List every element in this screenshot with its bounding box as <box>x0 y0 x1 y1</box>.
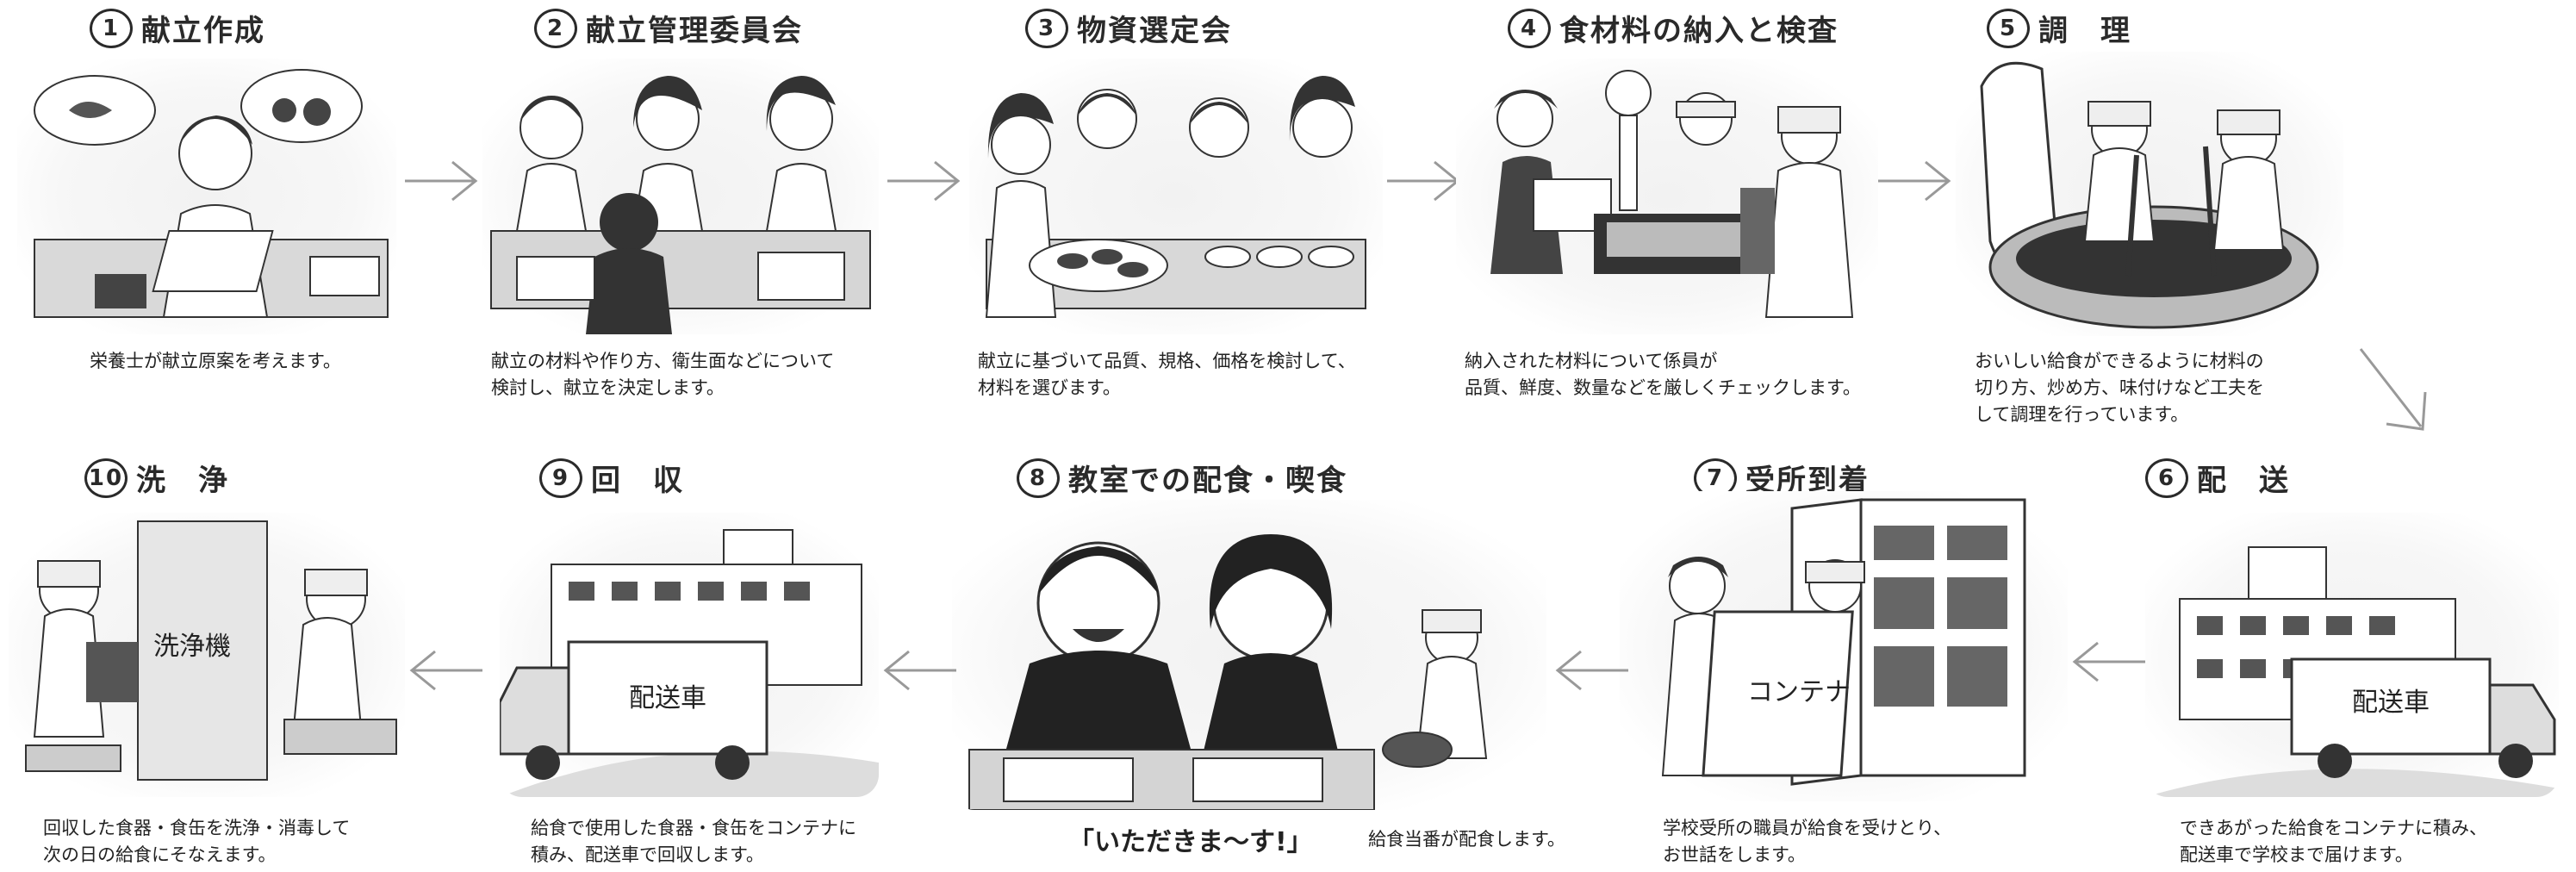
step-9-caption: 給食で使用した食器・食缶をコンテナに 積み、配送車で回収します。 <box>531 815 856 869</box>
caption-line: おいしい給食ができるように材料の <box>1975 351 2264 371</box>
caption-line: 配送車で学校まで届けます。 <box>2180 844 2413 865</box>
step-5-number: 5 <box>1987 8 2030 48</box>
step-3-label: 物資選定会 <box>1077 14 1232 48</box>
step-1-illustration <box>17 59 396 334</box>
caption-line: 検討し、献立を決定します。 <box>491 377 725 398</box>
container-sign-7: コンテナ <box>1747 677 1851 707</box>
step-2-illustration <box>482 59 879 334</box>
step-7-caption: 学校受所の職員が給食を受けとり、 お世話をします。 <box>1663 815 1951 869</box>
step-5-illustration <box>1956 52 2343 336</box>
itadakimasu-shout: 「いただきま〜す!」 <box>1068 827 1313 857</box>
reception-image <box>1661 498 2026 786</box>
delivery-truck-image <box>2145 546 2559 797</box>
washer-sign-10: 洗浄機 <box>153 632 231 662</box>
step-5-label: 調 理 <box>2038 14 2131 48</box>
step-2-caption: 献立の材料や作り方、衛生面などについて 検討し、献立を決定します。 <box>491 348 834 402</box>
step-2-number: 2 <box>534 8 577 48</box>
step-4-illustration <box>1456 59 1878 334</box>
step-9-number: 9 <box>539 458 582 498</box>
arrow-6-to-7 <box>2068 636 2145 688</box>
step-4-caption: 納入された材料について係員が 品質、鮮度、数量などを厳しくチェックします。 <box>1465 348 1861 402</box>
dietitian-planning-image <box>34 69 389 318</box>
cooking-image <box>1980 61 2319 329</box>
step-9-title: 9 回 収 <box>539 457 684 499</box>
step-1-number: 1 <box>90 8 133 48</box>
arrow-8-to-9 <box>879 645 956 696</box>
step-1-label: 献立作成 <box>141 14 265 48</box>
step-8-number: 8 <box>1017 458 1060 498</box>
caption-line: 切り方、炒め方、味付けなど工夫を <box>1975 377 2264 398</box>
step-10-number: 10 <box>84 458 128 498</box>
step-3-title: 3 物資選定会 <box>1025 7 1232 49</box>
step-9-illustration: 配送車 <box>500 513 879 797</box>
caption-line: 積み、配送車で回収します。 <box>531 844 764 865</box>
step-4-number: 4 <box>1508 8 1551 48</box>
caption-line: できあがった給食をコンテナに積み、 <box>2180 818 2487 838</box>
product-selection-image <box>985 76 1366 318</box>
collection-truck-image <box>500 529 879 797</box>
caption-line: 納入された材料について係員が <box>1465 351 1718 371</box>
menu-committee-image <box>490 76 871 334</box>
step-8-illustration <box>952 500 1546 810</box>
caption-line: して調理を行っています。 <box>1975 404 2189 425</box>
arrow-3-to-4 <box>1387 155 1465 207</box>
step-3-illustration <box>969 59 1383 334</box>
arrow-5-to-6 <box>2352 345 2438 439</box>
arrow-7-to-8 <box>1551 645 1628 696</box>
step-10-label: 洗 浄 <box>136 464 229 498</box>
caption-line: 材料を選びます。 <box>978 377 1121 398</box>
caption-line: 回収した食器・食缶を洗浄・消毒して <box>43 818 351 838</box>
arrow-9-to-10 <box>405 645 482 696</box>
step-2-label: 献立管理委員会 <box>586 14 803 48</box>
step-6-number: 6 <box>2145 458 2188 498</box>
step-3-number: 3 <box>1025 8 1068 48</box>
step-10-caption: 回収した食器・食缶を洗浄・消毒して 次の日の給食にそなえます。 <box>43 815 350 869</box>
step-6-caption: できあがった給食をコンテナに積み、 配送車で学校まで届けます。 <box>2180 815 2487 869</box>
step-7-illustration: コンテナ <box>1620 491 2068 801</box>
caption-line: お世話をします。 <box>1663 844 1806 865</box>
caption-line: 次の日の給食にそなえます。 <box>43 844 277 865</box>
step-10-illustration: 洗浄機 <box>9 513 405 797</box>
step-3-caption: 献立に基づいて品質、規格、価格を検討して、 材料を選びます。 <box>978 348 1356 402</box>
caption-line: 学校受所の職員が給食を受けとり、 <box>1663 818 1952 838</box>
truck-sign-6: 配送車 <box>2352 688 2430 718</box>
truck-sign-9: 配送車 <box>629 683 706 713</box>
delivery-inspection-image <box>1490 70 1854 318</box>
step-6-label: 配 送 <box>2197 464 2290 498</box>
caption-line: 給食で使用した食器・食缶をコンテナに <box>531 818 856 838</box>
caption-line: 献立の材料や作り方、衛生面などについて <box>491 351 835 371</box>
caption-line: 献立に基づいて品質、規格、価格を検討して、 <box>978 351 1356 371</box>
washing-image <box>25 520 397 781</box>
classroom-meal-image <box>968 534 1488 810</box>
step-8-label: 教室での配食・喫食 <box>1068 464 1347 498</box>
arrow-4-to-5 <box>1878 155 1956 207</box>
step-9-label: 回 収 <box>591 464 684 498</box>
step-5-caption: おいしい給食ができるように材料の 切り方、炒め方、味付けなど工夫を して調理を行… <box>1975 348 2264 428</box>
step-6-title: 6 配 送 <box>2145 457 2290 499</box>
step-2-title: 2 献立管理委員会 <box>534 7 803 49</box>
step-8-caption: 給食当番が配食します。 <box>1368 829 1565 850</box>
step-4-label: 食材料の納入と検査 <box>1559 14 1839 48</box>
step-1-caption: 栄養士が献立原案を考えます。 <box>90 348 341 375</box>
arrow-1-to-2 <box>405 155 482 207</box>
caption-line: 栄養士が献立原案を考えます。 <box>90 351 341 371</box>
arrow-2-to-3 <box>887 155 965 207</box>
caption-line: 品質、鮮度、数量などを厳しくチェックします。 <box>1465 377 1861 398</box>
step-6-illustration: 配送車 <box>2145 513 2559 797</box>
